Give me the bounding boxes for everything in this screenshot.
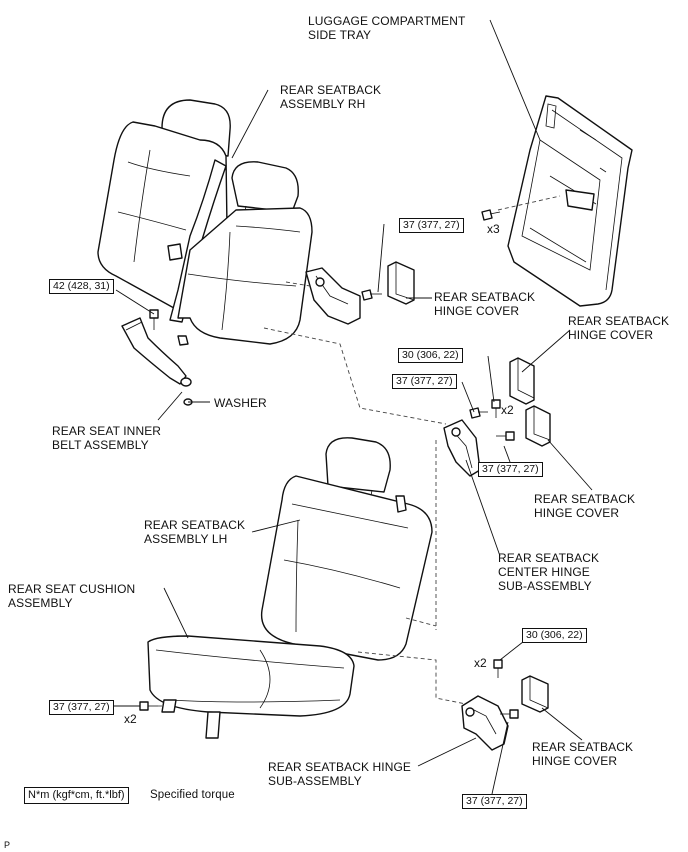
hinge-covers-drawing: [387, 261, 551, 713]
torque-box-8: 37 (377, 27): [462, 794, 527, 809]
seatback-rh-label: REAR SEATBACK ASSEMBLY RH: [280, 83, 382, 111]
seat-cushion-label: REAR SEAT CUSHION ASSEMBLY: [8, 582, 136, 610]
hinge-cover-b-label: REAR SEATBACK HINGE COVER: [568, 314, 670, 342]
legend-key: N*m (kgf*cm, ft.*lbf): [24, 787, 129, 804]
hinge-sub-label: REAR SEATBACK HINGE SUB-ASSEMBLY: [268, 760, 412, 788]
legend-description: Specified torque: [150, 789, 235, 801]
torque-box-4: 37 (377, 27): [392, 374, 457, 389]
footer-code: P: [4, 840, 11, 850]
rear-seatback-lh-drawing: [260, 437, 433, 661]
alignment-lines: [158, 195, 561, 707]
multiplier-x2-hinge: x2: [474, 656, 487, 670]
bolts: [139, 209, 519, 719]
torque-box-7: 37 (377, 27): [49, 700, 114, 715]
washer-label: WASHER: [214, 396, 267, 410]
torque-box-5: 37 (377, 27): [478, 462, 543, 477]
hinge-cover-a-label: REAR SEATBACK HINGE COVER: [434, 290, 536, 318]
torque-box-6: 30 (306, 22): [522, 628, 587, 643]
hinge-cover-c-label: REAR SEATBACK HINGE COVER: [534, 492, 636, 520]
rear-seatback-rh-drawing: [97, 99, 313, 346]
seatback-lh-label: REAR SEATBACK ASSEMBLY LH: [144, 518, 246, 546]
luggage-tray-label: LUGGAGE COMPARTMENT SIDE TRAY: [308, 14, 466, 42]
center-hinge-drawing: [443, 419, 481, 477]
torque-box-2: 42 (428, 31): [49, 279, 114, 294]
seatback-hinge-sub-drawing: [461, 695, 509, 751]
multiplier-x3: x3: [487, 222, 500, 236]
torque-box-3: 30 (306, 22): [398, 348, 463, 363]
hinge-cover-d-label: REAR SEATBACK HINGE COVER: [532, 740, 634, 768]
inner-belt-label: REAR SEAT INNER BELT ASSEMBLY: [52, 424, 162, 452]
rear-seat-cushion-drawing: [147, 635, 355, 739]
multiplier-x2-center: x2: [501, 403, 514, 417]
torque-box-1: 37 (377, 27): [399, 218, 464, 233]
seatback-hinge-rh-drawing: [305, 267, 361, 325]
luggage-tray-drawing: [507, 95, 633, 307]
leader-lines: [112, 19, 593, 795]
multiplier-x2-cushion: x2: [124, 712, 137, 726]
center-hinge-label: REAR SEATBACK CENTER HINGE SUB-ASSEMBLY: [498, 551, 600, 593]
